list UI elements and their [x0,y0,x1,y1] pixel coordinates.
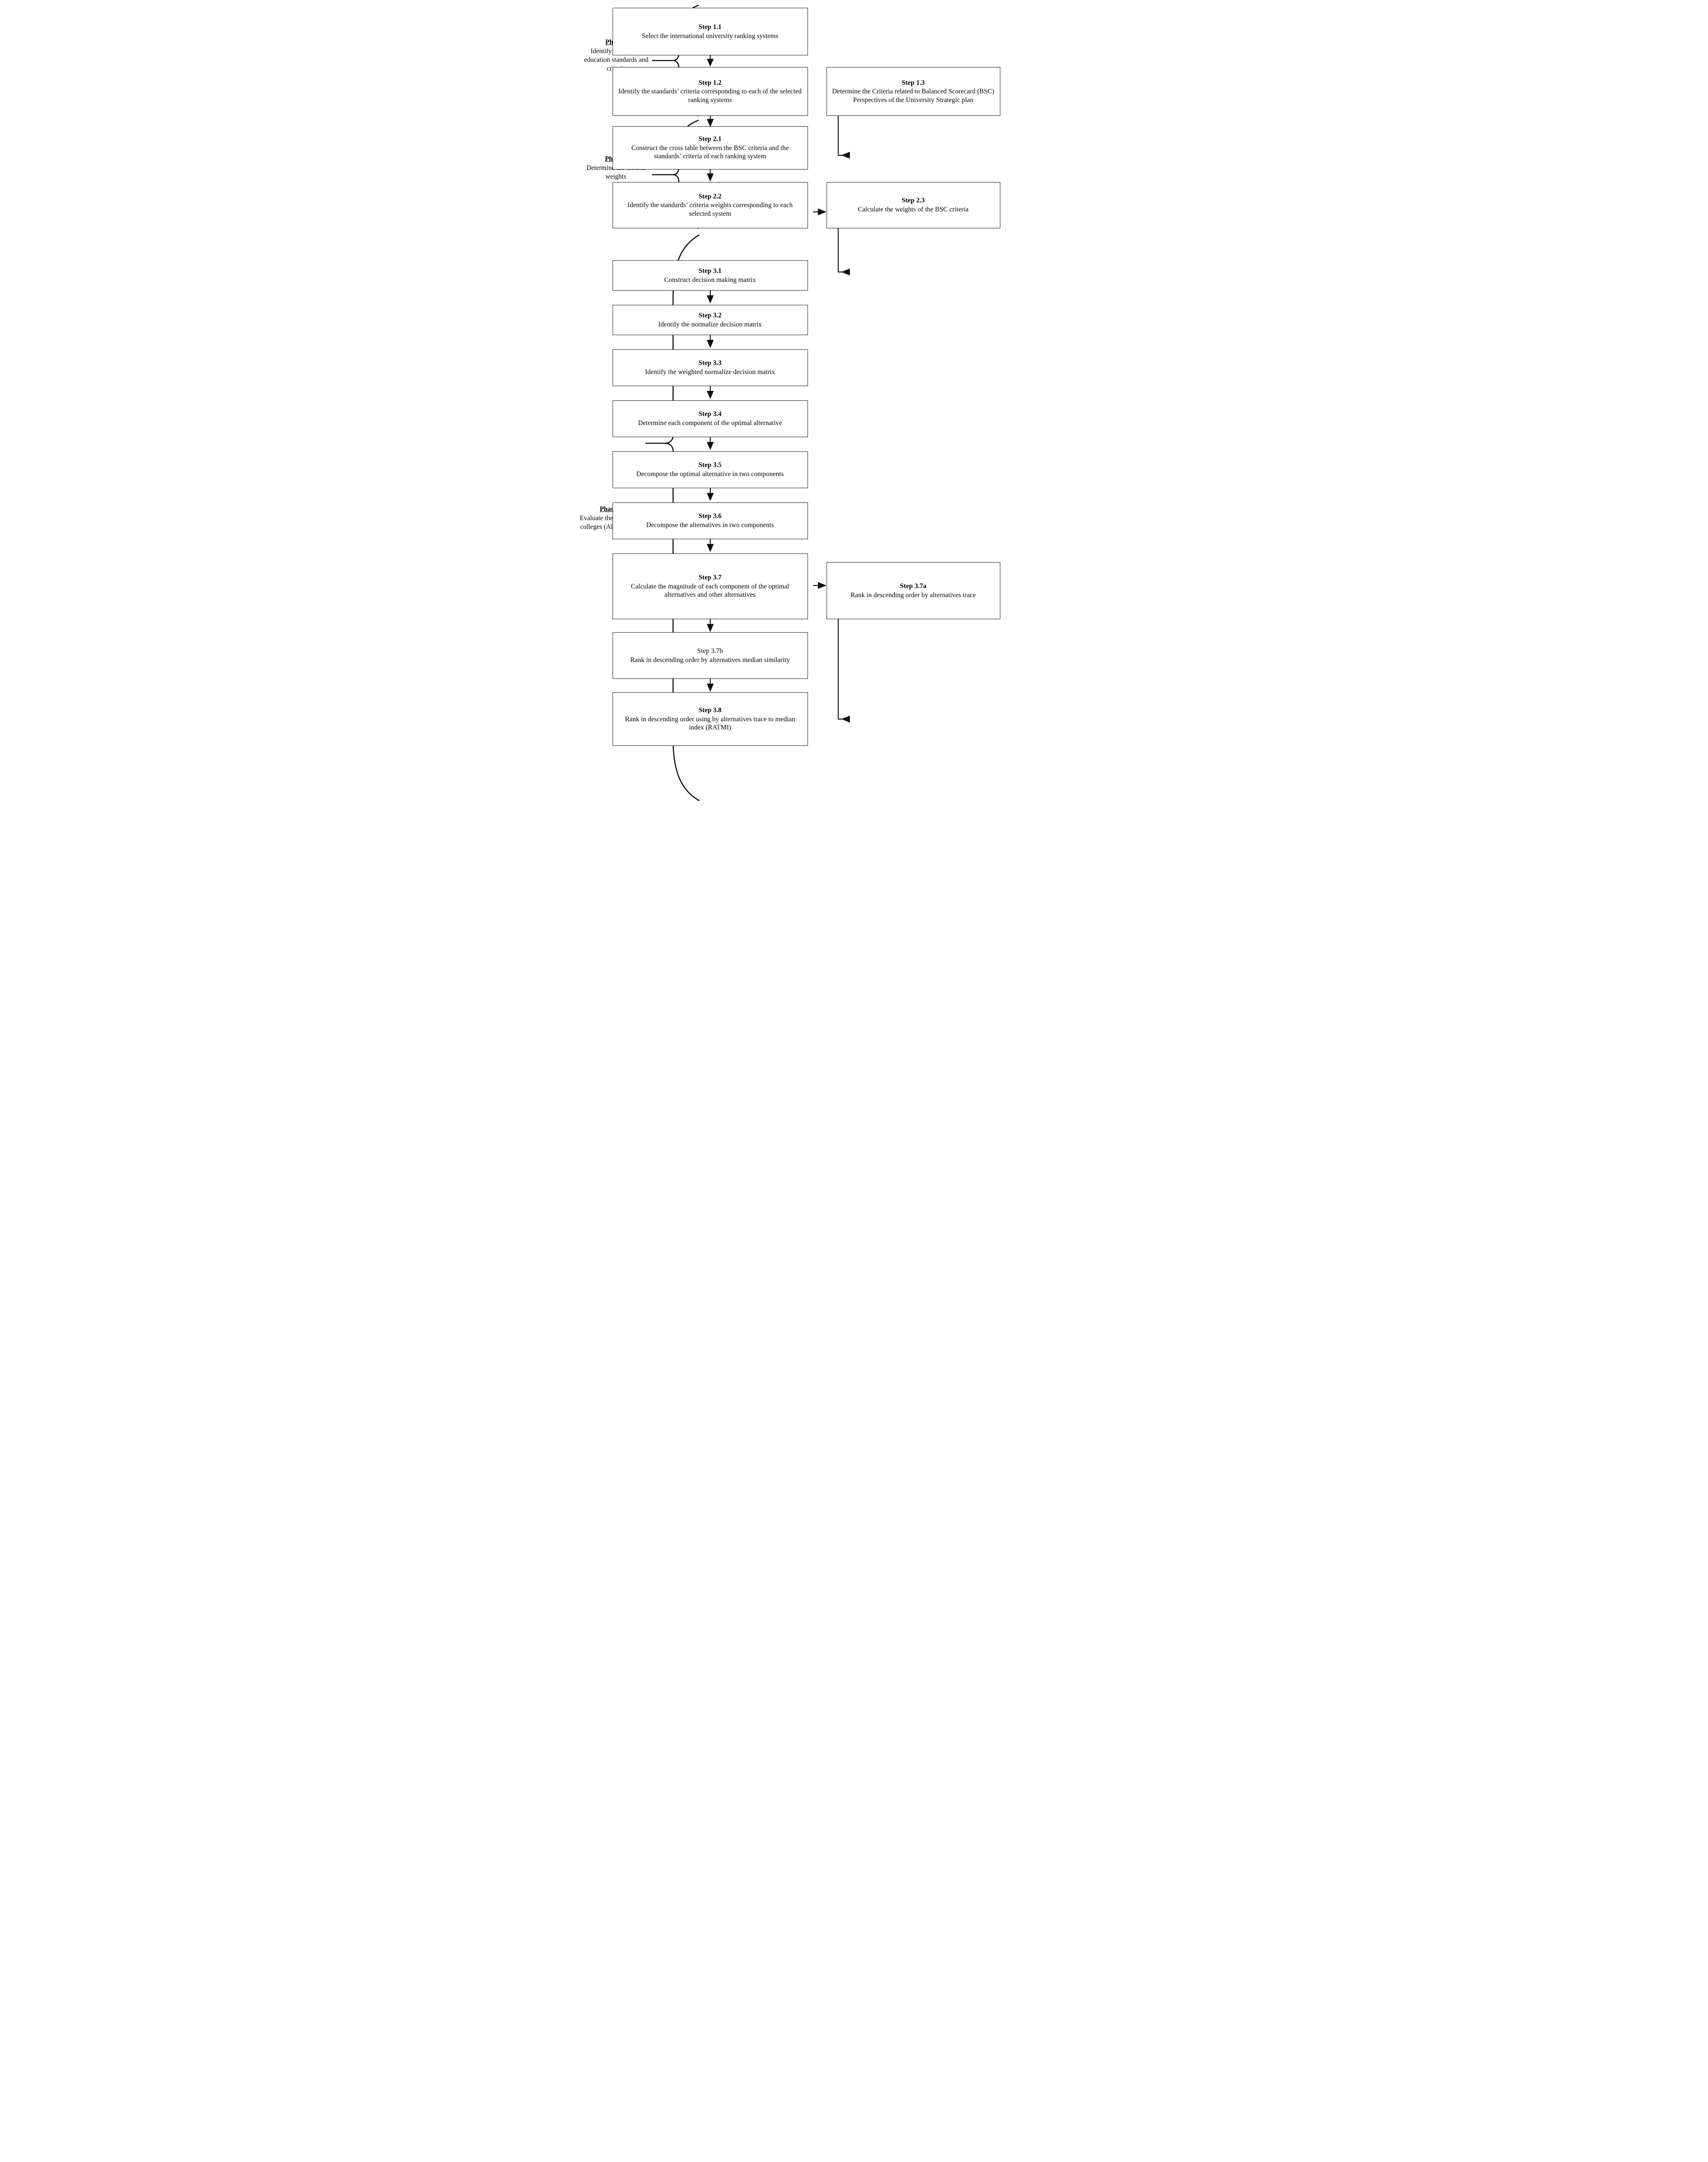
step-1-1-title: Step 1.1 [698,23,722,31]
step-box-2-2[interactable]: Step 2.2 Identify the standards’ criteri… [612,182,808,228]
step-2-3-description: Calculate the weights of the BSC criteri… [858,206,969,213]
step-3-5-title: Step 3.5 [698,461,722,469]
step-1-2-description: Identify the standards’ criteria corresp… [618,88,802,104]
step-box-3-7[interactable]: Step 3.7 Calculate the magnitude of each… [612,553,808,619]
step-box-3-1[interactable]: Step 3.1 Construct decision making matri… [612,260,808,291]
step-3-2-title: Step 3.2 [698,311,722,319]
step-3-1-title: Step 3.1 [698,267,722,275]
step-3-4-title: Step 3.4 [698,410,722,418]
step-box-3-8[interactable]: Step 3.8 Rank in descending order using … [612,692,808,746]
arrow-step-3-7-to-step-3-7b [706,619,714,632]
step-box-3-3[interactable]: Step 3.3 Identify the weighted normalize… [612,349,808,386]
step-3-8-description: Rank in descending order using by altern… [625,715,795,732]
flowchart-canvas: Phase 1 Identify the quality education s… [569,0,1139,804]
step-box-3-7a[interactable]: Step 3.7a Rank in descending order by al… [826,562,1000,619]
step-box-2-1[interactable]: Step 2.1 Construct the cross table betwe… [612,126,808,170]
step-box-3-5[interactable]: Step 3.5 Decompose the optimal alternati… [612,451,808,488]
arrow-step-1-2-to-step-2-1 [706,116,714,127]
step-2-2-title: Step 2.2 [698,192,722,200]
arrow-step-3-7a-to-step-3-8 [837,619,850,723]
arrow-step-2-1-to-step-2-2 [706,170,714,182]
step-2-3-title: Step 2.3 [901,197,925,205]
step-1-1-description: Select the international university rank… [642,32,779,40]
step-2-2-description: Identify the standards’ criteria weights… [627,201,793,217]
step-box-2-3[interactable]: Step 2.3 Calculate the weights of the BS… [826,182,1000,228]
step-3-5-description: Decompose the optimal alternative in two… [636,470,784,478]
arrow-step-3-3-to-step-3-4 [706,386,714,399]
step-box-3-2[interactable]: Step 3.2 Identify the normalize decision… [612,305,808,335]
arrow-step-3-2-to-step-3-3 [706,335,714,348]
step-2-1-description: Construct the cross table between the BS… [631,144,789,160]
arrow-step-1-3-to-step-2-1 [837,116,850,159]
arrow-step-3-6-to-step-3-7 [706,539,714,552]
step-3-6-description: Decompose the alternatives in two compon… [646,521,774,529]
step-box-3-4[interactable]: Step 3.4 Determine each component of the… [612,400,808,437]
step-3-7a-title: Step 3.7a [900,582,927,590]
step-3-3-description: Identify the weighted normalize decision… [645,368,775,376]
step-1-2-title: Step 1.2 [698,79,722,86]
step-box-3-6[interactable]: Step 3.6 Decompose the alternatives in t… [612,502,808,539]
step-3-1-description: Construct decision making matrix [664,276,756,284]
step-3-4-description: Determine each component of the optimal … [638,419,782,427]
step-3-7-title: Step 3.7 [698,574,722,582]
step-box-1-2[interactable]: Step 1.2 Identify the standards’ criteri… [612,67,808,116]
arrow-step-3-7b-to-step-3-8 [706,679,714,692]
arrow-step-3-7-to-step-3-7a [813,582,827,589]
arrow-step-3-5-to-step-3-6 [706,488,714,501]
step-3-7b-title: Step 3.7b [697,647,723,655]
step-3-6-title: Step 3.6 [698,512,722,520]
step-2-1-title: Step 2.1 [698,135,722,143]
step-3-3-title: Step 3.3 [698,359,722,367]
step-1-3-description: Determine the Criteria related to Balanc… [832,88,995,104]
step-box-1-3[interactable]: Step 1.3 Determine the Criteria related … [826,67,1000,116]
step-3-8-title: Step 3.8 [698,707,722,714]
arrow-step-1-1-to-step-1-2 [706,55,714,67]
step-3-7a-description: Rank in descending order by alternatives… [850,591,976,599]
arrow-step-2-3-to-step-3-1 [837,228,850,275]
step-3-2-description: Identify the normalize decision matrix [658,320,762,328]
step-3-7b-description: Rank in descending order by alternatives… [630,656,790,664]
arrow-step-2-2-to-step-2-3 [813,208,827,215]
step-1-3-title: Step 1.3 [901,79,925,86]
step-box-3-7b[interactable]: Step 3.7b Rank in descending order by al… [612,632,808,679]
step-3-7-description: Calculate the magnitude of each componen… [631,582,789,599]
step-box-1-1[interactable]: Step 1.1 Select the international univer… [612,8,808,55]
arrow-step-3-4-to-step-3-5 [706,437,714,450]
arrow-step-3-1-to-step-3-2 [706,291,714,304]
